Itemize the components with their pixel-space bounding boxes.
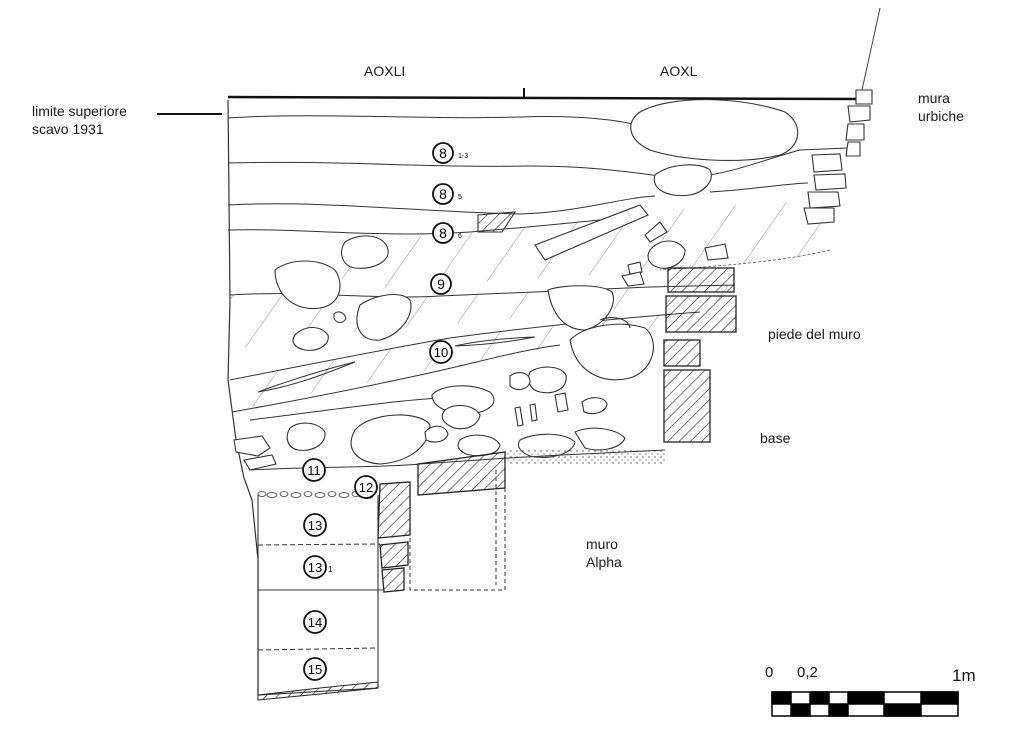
wall-foot-blocks <box>663 267 737 443</box>
layer-marker: 8 1-3 <box>432 142 468 164</box>
layer-subscript: 1-3 <box>458 153 468 160</box>
stones <box>233 99 799 471</box>
layer-number: 10 <box>434 345 448 360</box>
layer-number: 12 <box>359 480 373 495</box>
layer-boundary-2b <box>709 147 849 176</box>
layer-number: 8 <box>439 225 447 241</box>
layer-boundary-9 <box>659 249 831 271</box>
header-aoxl: AOXL <box>660 63 698 79</box>
layer-number: 8 <box>439 186 447 202</box>
layer-marker: 11 <box>302 458 326 482</box>
layer-number: 11 <box>307 463 321 478</box>
label-limite-line2: scavo 1931 <box>32 121 104 137</box>
label-muro-line2: Alpha <box>586 554 622 570</box>
top-datum-line <box>227 95 861 101</box>
label-piede: piede del muro <box>768 326 861 342</box>
label-mura-line2: urbiche <box>918 108 964 124</box>
layer-number: 14 <box>308 615 322 630</box>
label-limite: limite superiore scavo 1931 <box>32 102 127 138</box>
lower-boundary-1 <box>257 543 381 546</box>
section-left-edge <box>227 99 259 695</box>
layer-subscript: 5 <box>458 194 462 201</box>
layer-boundary-1 <box>227 115 641 127</box>
layer-boundary-8 <box>249 397 441 421</box>
city-wall <box>803 89 873 225</box>
layer-boundary-2 <box>227 161 661 177</box>
layer-8-fill <box>340 200 845 290</box>
lower-boundary-3 <box>257 647 379 651</box>
layer-number: 15 <box>308 662 322 677</box>
label-limite-line1: limite superiore <box>32 103 127 119</box>
layer-boundary-7 <box>231 344 561 413</box>
layer-marker: 13 <box>303 513 327 537</box>
layer-boundary-3 <box>227 195 656 215</box>
layer-number: 13 <box>308 560 322 575</box>
layer-marker: 12 <box>354 475 378 499</box>
layer-marker: 8 5 <box>432 183 462 205</box>
label-mura: mura urbiche <box>918 89 964 125</box>
bottom-hatch <box>257 681 379 701</box>
layer-marker: 15 <box>303 657 327 681</box>
label-mura-line1: mura <box>918 90 950 106</box>
layer-marker: 9 <box>430 273 452 295</box>
layer-markers: 8 1-3 8 5 8 6 9 10 11 12 <box>302 142 468 681</box>
layer-boundary-3b <box>709 182 809 193</box>
label-base: base <box>760 430 791 446</box>
layer-marker: 10 <box>429 340 453 364</box>
lens-2 <box>454 336 536 347</box>
layer-number: 13 <box>308 518 322 533</box>
layer-subscript: 6 <box>458 233 462 240</box>
lens-1 <box>257 361 356 393</box>
scale-bar <box>771 691 959 717</box>
scale-end: 1m <box>952 666 976 685</box>
cut-line <box>861 7 881 91</box>
muro-alpha-outline <box>409 488 506 591</box>
header-aoxli: AOXLI <box>364 63 406 79</box>
layer-number: 8 <box>439 145 447 161</box>
scale-fifth: 0,2 <box>797 664 818 681</box>
layer-marker: 14 <box>303 610 327 634</box>
label-muro-alpha: muro Alpha <box>586 535 622 571</box>
layer-subscript: 1 <box>328 565 333 574</box>
muro-alpha <box>377 451 506 593</box>
layer-marker: 13 1 <box>303 555 333 579</box>
layer-boundary-6 <box>229 311 701 381</box>
layer-number: 9 <box>437 276 445 292</box>
scale-zero: 0 <box>765 664 774 681</box>
layer-marker: 8 6 <box>432 222 462 244</box>
label-muro-line1: muro <box>586 536 618 552</box>
base-stipple <box>505 450 665 464</box>
